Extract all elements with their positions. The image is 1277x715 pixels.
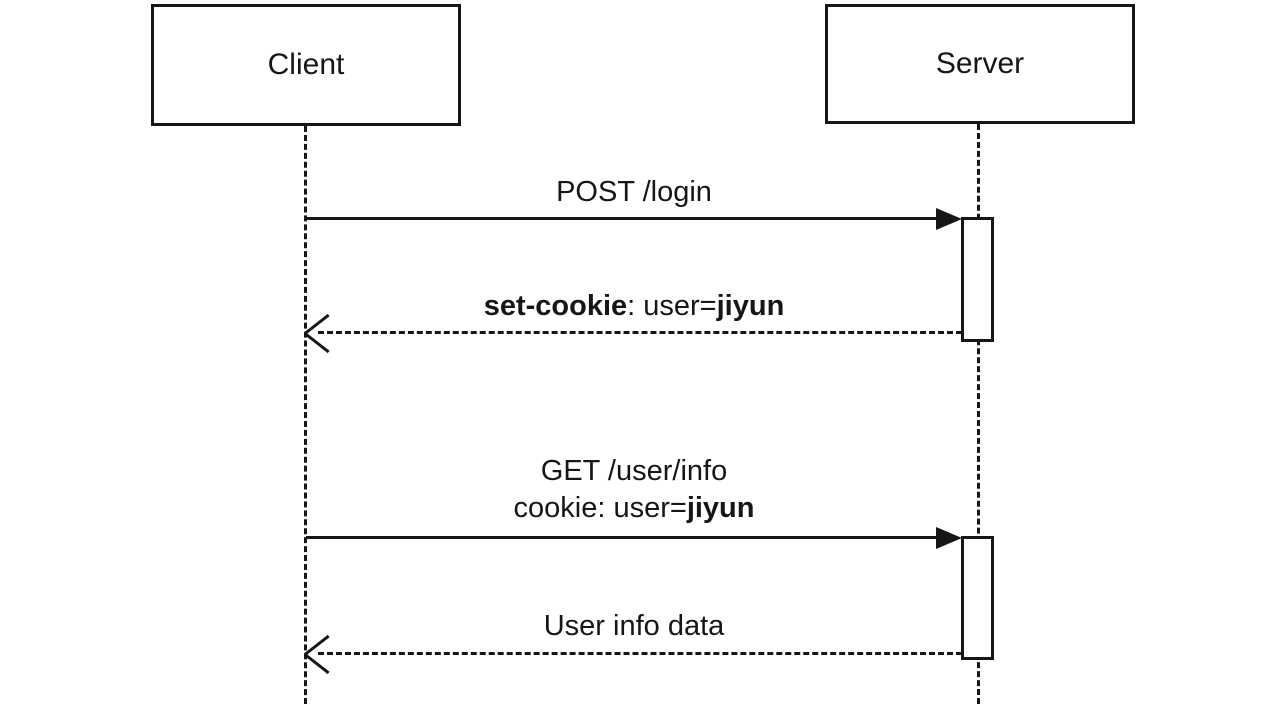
message-line-post-login [306,217,940,220]
message-text: cookie: user= [513,492,687,524]
message-text: : user= [627,290,717,322]
message-line-set-cookie [318,331,962,334]
actor-label-server: Server [935,47,1025,80]
message-text-line2: cookie: user=jiyun [306,490,962,527]
message-text: User info data [543,610,725,642]
activation-bar-login [961,217,994,342]
filled-arrowhead-icon [936,527,962,549]
cookie-value: jiyun [716,290,785,322]
message-label-user-info-data: User info data [306,608,962,645]
actor-box-client: Client [151,4,461,126]
message-text: POST /login [556,176,712,208]
lifeline-server [977,124,980,704]
message-line-get-userinfo [306,536,940,539]
message-text: GET /user/info [540,455,728,487]
actor-label-client: Client [267,48,345,81]
lifeline-client [304,126,307,704]
message-line-user-info-data [318,652,962,655]
message-label-get-userinfo: GET /user/info cookie: user=jiyun [306,453,962,527]
activation-bar-userinfo [961,536,994,660]
message-label-post-login: POST /login [306,174,962,211]
actor-box-server: Server [825,4,1135,124]
message-text-line1: GET /user/info [306,453,962,490]
message-label-set-cookie: set-cookie: user=jiyun [306,288,962,325]
filled-arrowhead-icon [936,208,962,230]
cookie-value: jiyun [686,492,755,524]
cookie-header-name: set-cookie [483,290,628,322]
